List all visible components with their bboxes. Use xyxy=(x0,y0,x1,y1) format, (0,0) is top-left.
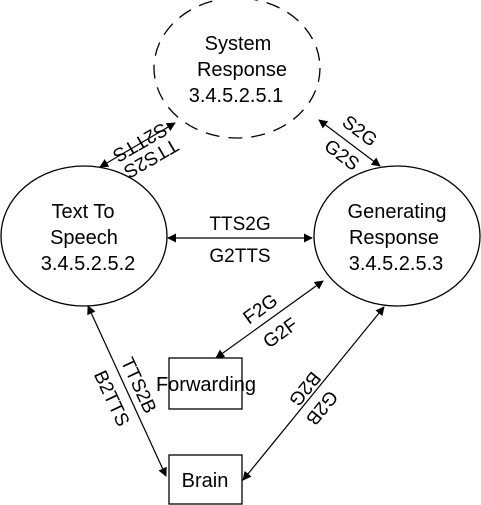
edge-label-g2tts: G2TTS xyxy=(209,246,270,267)
generating-response-node xyxy=(313,165,481,307)
forwarding-node xyxy=(168,357,243,410)
edge-system-gen xyxy=(318,119,381,167)
text-to-speech-label-line1: Text To xyxy=(52,201,115,223)
edge-tts-brain xyxy=(87,305,167,477)
generating-response-label-line2: Response xyxy=(349,227,439,249)
text-to-speech-label-line2: Speech xyxy=(50,227,118,249)
system-response-node xyxy=(153,0,321,139)
system-response-id: 3.4.5.2.5.1 xyxy=(189,85,284,107)
system-response-label-line1: System xyxy=(205,33,272,55)
edge-label-f2g: F2G xyxy=(240,290,282,329)
generating-response-label-line1: Generating xyxy=(348,201,447,223)
brain-label: Brain xyxy=(182,470,229,492)
edge-tts-system xyxy=(99,122,176,168)
forwarding-label: Forwarding xyxy=(156,374,256,396)
brain-node xyxy=(168,454,243,505)
text-to-speech-node xyxy=(0,165,168,307)
edge-label-tts2g: TTS2G xyxy=(209,214,270,235)
edge-gen-brain xyxy=(242,306,385,481)
system-response-label-line2: Response xyxy=(197,59,287,81)
text-to-speech-id: 3.4.5.2.5.2 xyxy=(41,253,136,275)
edge-label-g2f: G2F xyxy=(260,314,302,353)
generating-response-id: 3.4.5.2.5.3 xyxy=(349,253,444,275)
